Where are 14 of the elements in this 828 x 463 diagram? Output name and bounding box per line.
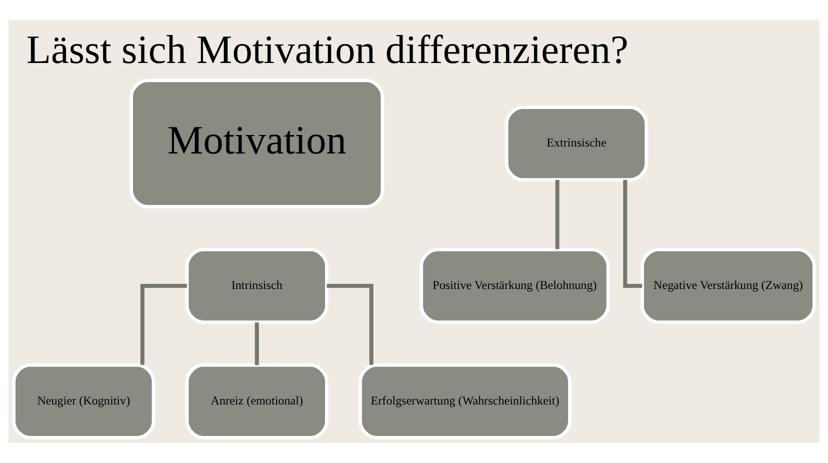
diagram-title: Lässt sich Motivation differenzieren? [26,26,628,72]
connector [140,284,187,365]
node-box: Neugier (Kognitiv) [12,363,156,440]
node-box: Positive Verstärkung (Belohnung) [420,248,610,324]
node-box: Intrinsisch [185,248,328,324]
node-box: Anreiz (emotional) [185,363,328,440]
connector [254,322,259,366]
connector [326,284,374,365]
node-box: Extrinsische [504,106,648,182]
node-box: Motivation [130,78,384,208]
connector [623,180,642,288]
connector [555,180,560,250]
node-box: Negative Verstärkung (Zwang) [640,248,816,324]
node-box: Erfolgserwartung (Wahrscheinlichkeit) [358,363,572,440]
